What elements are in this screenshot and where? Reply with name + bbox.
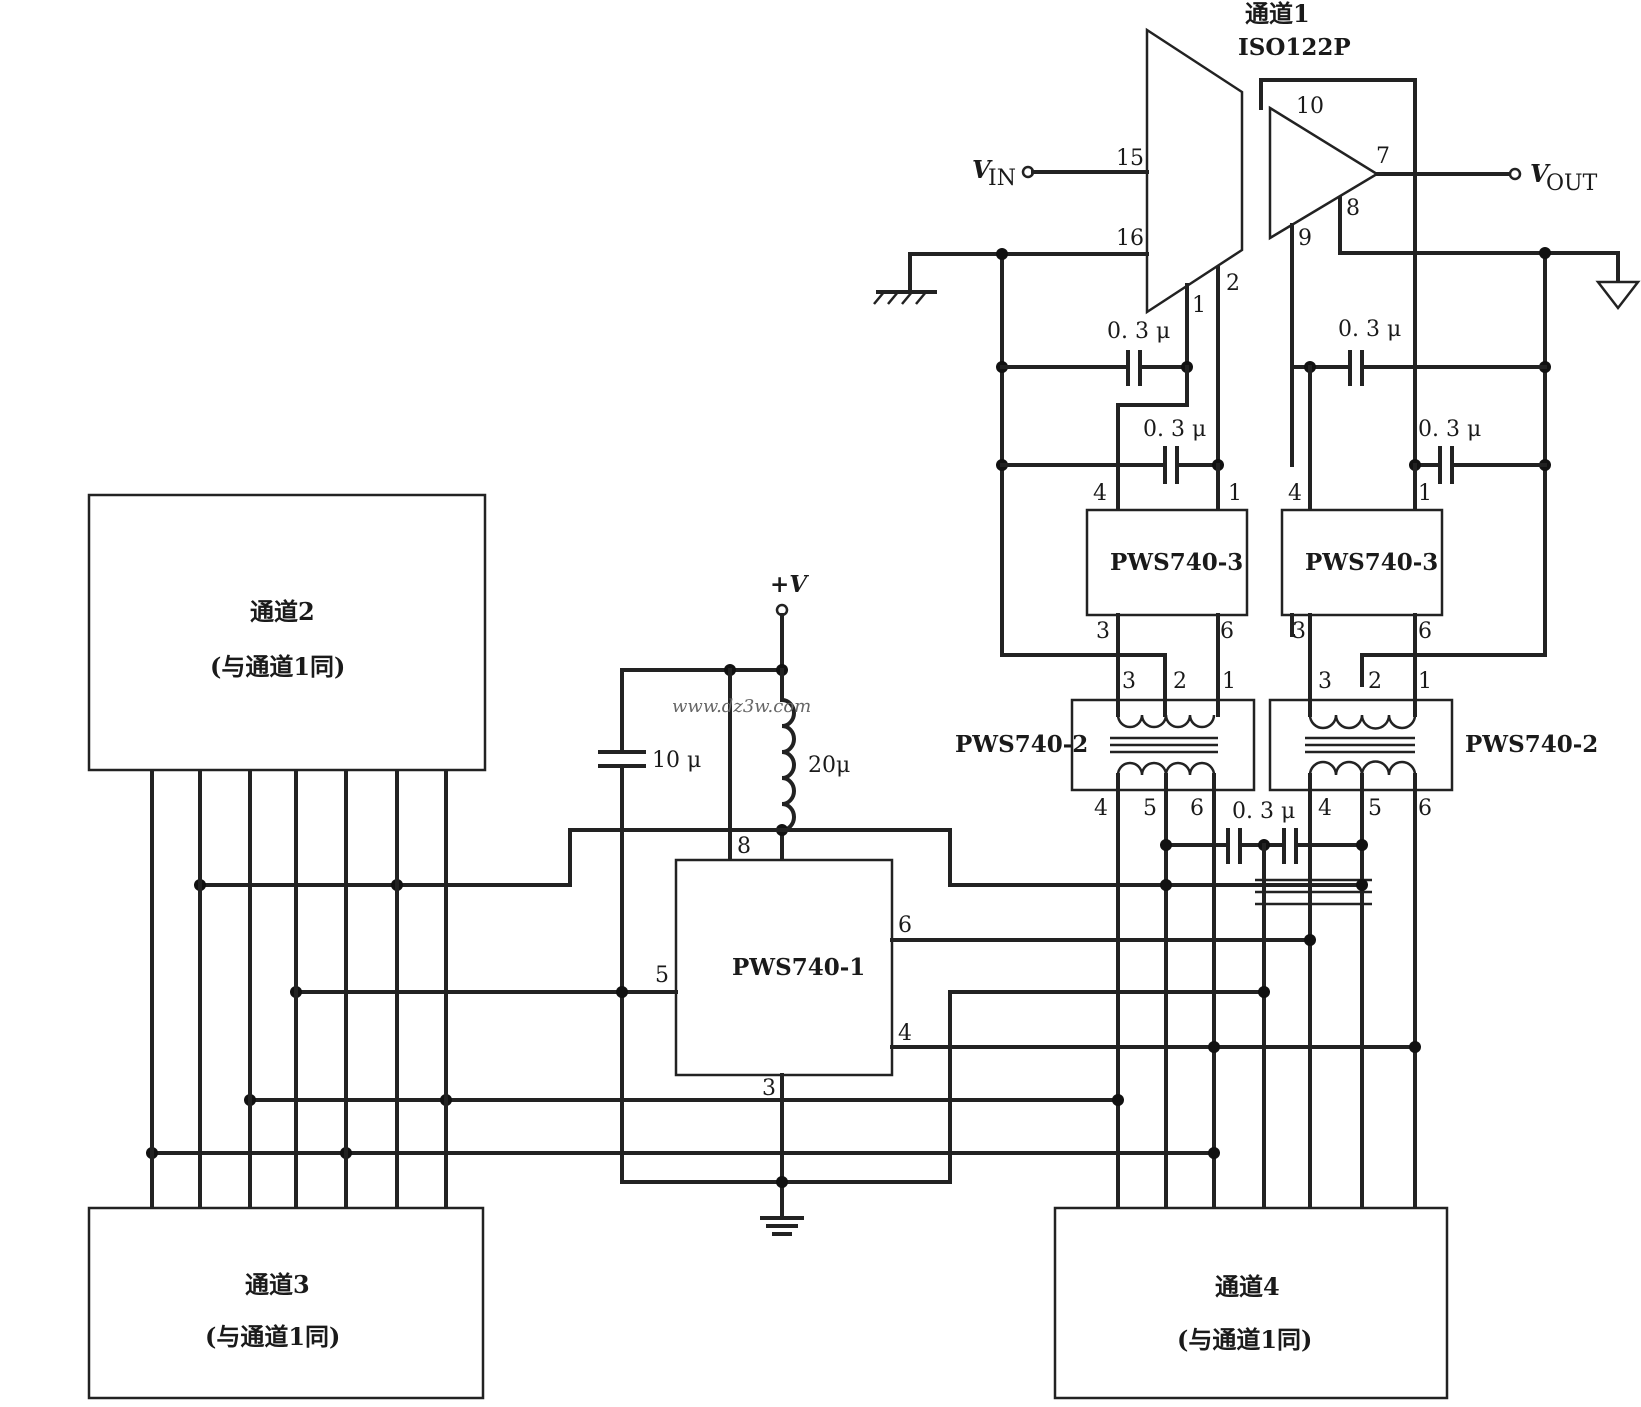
pin-6-pws2r: 6	[1418, 796, 1432, 821]
channel4-note: (与通道1同)	[1177, 1325, 1312, 1354]
pin-16: 16	[1116, 226, 1144, 251]
watermark: www.dz3w.com	[672, 696, 811, 717]
pin-8-iso: 8	[1346, 196, 1360, 221]
pws740-2-right	[1268, 698, 1454, 792]
channel3-block	[87, 1206, 485, 1400]
chassis-ground-icon	[873, 290, 937, 305]
channel4-block	[1053, 1206, 1449, 1400]
pin-6-pws2l: 6	[1190, 796, 1204, 821]
inductor-20u	[779, 697, 796, 833]
signal-ground-icon	[1595, 280, 1641, 311]
ground-icon	[760, 1216, 804, 1236]
pin-3-pws3r: 3	[1292, 619, 1306, 644]
cap-label-5: 0. 3 μ	[1232, 799, 1295, 824]
pin-5-pws2r: 5	[1368, 796, 1382, 821]
pin-3-pws2l: 3	[1122, 669, 1136, 694]
pin-2-pws2r: 2	[1368, 669, 1382, 694]
cap-label-4: 0. 3 μ	[1418, 417, 1481, 442]
channel2-note: (与通道1同)	[210, 652, 345, 681]
pin-9: 9	[1298, 226, 1312, 251]
pin-1-iso: 1	[1192, 293, 1206, 318]
pin-1-pws3l: 1	[1228, 481, 1242, 506]
pin-5-pws2l: 5	[1143, 796, 1157, 821]
pin-4-pws2l: 4	[1094, 796, 1108, 821]
pin-3-pws2r: 3	[1318, 669, 1332, 694]
pin-6-pws1: 6	[898, 913, 912, 938]
pin-2-iso: 2	[1226, 271, 1240, 296]
pws740-1	[674, 858, 894, 1077]
pin-4-pws2r: 4	[1318, 796, 1332, 821]
inductor-20u-label: 20μ	[808, 753, 850, 778]
pws740-3-left-label: PWS740-3	[1110, 549, 1243, 576]
pin-6-pws3r: 6	[1418, 619, 1432, 644]
pin-3-pws1: 3	[762, 1076, 776, 1101]
pin-10: 10	[1296, 94, 1324, 119]
pin-8-pws1: 8	[737, 834, 751, 859]
channel3-note: (与通道1同)	[205, 1322, 340, 1351]
cap-label-1: 0. 3 μ	[1107, 319, 1170, 344]
pin-4-pws1: 4	[898, 1021, 912, 1046]
pin-7: 7	[1376, 144, 1390, 169]
channel4-name: 通道4	[1215, 1272, 1280, 1301]
pin-4-pws3l: 4	[1093, 481, 1107, 506]
cap-label-2: 0. 3 μ	[1143, 417, 1206, 442]
pin-5-pws1: 5	[655, 963, 669, 988]
pin-6-pws3l: 6	[1220, 619, 1234, 644]
pws740-2-right-label: PWS740-2	[1465, 731, 1598, 758]
pin-15: 15	[1116, 146, 1144, 171]
pws740-3-left	[1085, 508, 1249, 617]
vin-label: V	[972, 155, 993, 184]
channel1-title: 通道1	[1245, 0, 1310, 28]
channel3-name: 通道3	[245, 1270, 310, 1299]
pws740-3-right-label: PWS740-3	[1305, 549, 1438, 576]
pin-4-pws3r: 4	[1288, 481, 1302, 506]
pin-1-pws2r: 1	[1418, 669, 1432, 694]
pin-1-pws2l: 1	[1222, 669, 1236, 694]
cap-10u-label: 10 μ	[652, 748, 701, 773]
channel2-name: 通道2	[250, 597, 315, 626]
channel2-block	[87, 493, 487, 772]
cap-label-3: 0. 3 μ	[1338, 317, 1401, 342]
iso122-input-stage	[1145, 27, 1244, 315]
vout-terminal	[1508, 167, 1522, 181]
iso122-output-amplifier	[1268, 105, 1380, 241]
pin-3-pws3l: 3	[1096, 619, 1110, 644]
pin-1-pws3r: 1	[1418, 481, 1432, 506]
pws740-3-right	[1280, 508, 1444, 617]
pin-2-pws2l: 2	[1173, 669, 1187, 694]
vout-label: V	[1530, 159, 1551, 188]
pws740-1-label: PWS740-1	[732, 954, 865, 981]
vplus-label: +V	[770, 571, 809, 598]
vout-subscript: OUT	[1546, 171, 1598, 196]
vin-subscript: IN	[988, 166, 1016, 191]
pws740-2-left-label: PWS740-2	[955, 731, 1088, 758]
iso122p-label: ISO122P	[1238, 34, 1351, 61]
